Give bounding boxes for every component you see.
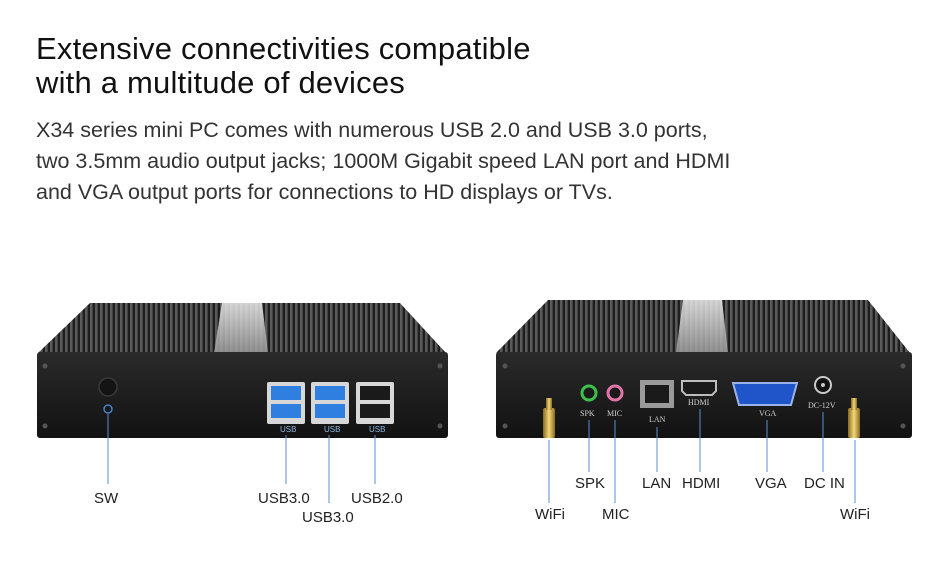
dc-caption: DC-12V (808, 401, 836, 410)
headline-line-2: with a multitude of devices (36, 65, 405, 100)
label-sw: SW (94, 490, 119, 507)
dc-in-pin (821, 383, 825, 387)
front-mini-pc: USB USB USB (37, 303, 448, 503)
wifi-antenna-right-icon (848, 408, 860, 438)
label-wifi-right: WiFi (840, 506, 870, 523)
screw-icon (900, 423, 906, 429)
hdmi-port[interactable] (681, 380, 717, 396)
label-vga: VGA (755, 475, 787, 492)
vga-port[interactable] (731, 382, 799, 406)
description-line-1: X34 series mini PC comes with numerous U… (36, 118, 708, 142)
spk-caption: SPK (580, 409, 595, 418)
hdmi-caption: HDMI (688, 398, 710, 407)
screw-icon (42, 363, 48, 369)
usb3-port-1b[interactable] (271, 404, 301, 418)
label-usb20: USB2.0 (351, 490, 403, 507)
screw-icon (502, 363, 508, 369)
description-line-3: and VGA output ports for connections to … (36, 180, 613, 204)
headline-line-1: Extensive connectivities compatible (36, 31, 531, 66)
wifi-antenna-right-tip (851, 398, 857, 410)
usb-caption-3: USB (369, 425, 385, 434)
screw-icon (900, 363, 906, 369)
power-led-icon (103, 404, 113, 414)
front-heatsink-sheen (214, 303, 268, 353)
usb3-port-1a[interactable] (271, 386, 301, 400)
vga-caption: VGA (759, 409, 777, 418)
usb2-port-b[interactable] (360, 404, 390, 418)
label-spk: SPK (575, 475, 606, 492)
rear-heatsink-sheen (676, 300, 728, 353)
label-hdmi: HDMI (682, 475, 721, 492)
screw-icon (502, 423, 508, 429)
rear-mini-pc: SPK MIC LAN HDMI VGA DC-12V (496, 300, 912, 503)
wifi-antenna-left-icon (543, 408, 555, 438)
speaker-jack[interactable] (580, 384, 598, 402)
power-button[interactable] (98, 377, 118, 397)
screw-icon (42, 423, 48, 429)
usb3-port-2b[interactable] (315, 404, 345, 418)
label-wifi-left: WiFi (535, 506, 565, 523)
screw-icon (437, 423, 443, 429)
mic-caption: MIC (607, 409, 622, 418)
headline: Extensive connectivities compatible with… (36, 32, 531, 100)
lan-port-inner (645, 385, 669, 403)
label-mic: MIC (602, 506, 630, 523)
usb3-port-2a[interactable] (315, 386, 345, 400)
label-lan: LAN (642, 475, 672, 492)
wifi-antenna-left-tip (546, 398, 552, 410)
description-line-2: two 3.5mm audio output jacks; 1000M Giga… (36, 149, 731, 173)
description: X34 series mini PC comes with numerous U… (36, 115, 730, 208)
usb-caption-2: USB (324, 425, 340, 434)
usb2-port-a[interactable] (360, 386, 390, 400)
lan-caption: LAN (649, 415, 666, 424)
label-usb30-a: USB3.0 (258, 490, 310, 507)
mic-jack[interactable] (606, 384, 624, 402)
usb-caption-1: USB (280, 425, 296, 434)
label-usb30-b: USB3.0 (302, 509, 354, 526)
screw-icon (437, 363, 443, 369)
label-dc-in: DC IN (804, 475, 845, 492)
